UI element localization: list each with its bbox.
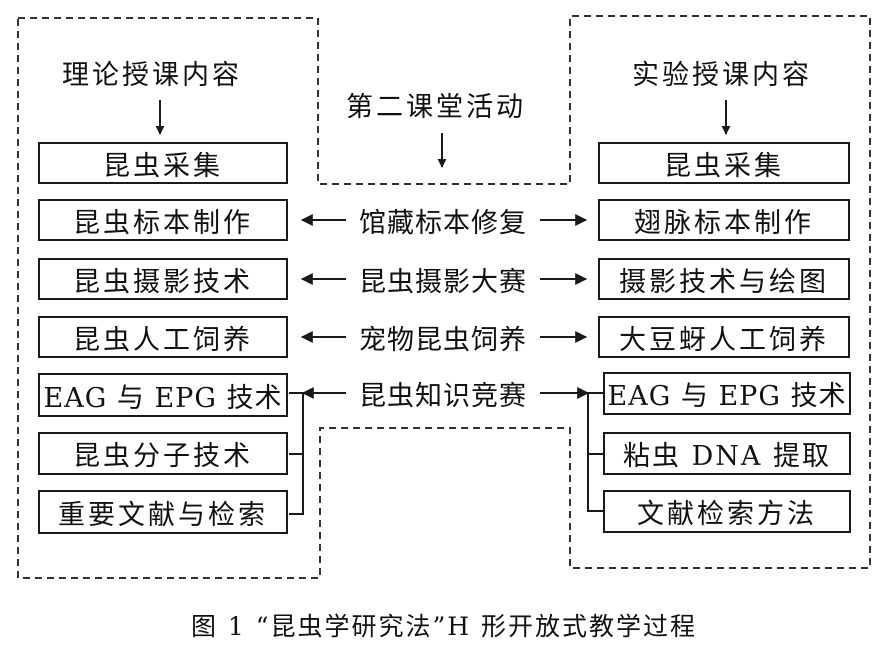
- left-box-2: 昆虫标本制作: [38, 199, 288, 241]
- right-box-5: EAG 与 EPG 技术: [603, 372, 851, 415]
- right-box-1: 昆虫采集: [598, 142, 850, 184]
- middle-item-2: 昆虫摄影大赛: [347, 258, 539, 300]
- left-box-6: 昆虫分子技术: [38, 432, 288, 475]
- figure-caption: 图 1 “昆虫学研究法”H 形开放式教学过程: [190, 612, 698, 641]
- left-box-1: 昆虫采集: [38, 142, 288, 184]
- left-box-7: 重要文献与检索: [38, 490, 288, 534]
- right-column-heading: 实验授课内容: [632, 60, 812, 91]
- right-box-4: 大豆蚜人工饲养: [598, 316, 850, 358]
- middle-item-4: 昆虫知识竞赛: [347, 372, 539, 414]
- middle-item-3: 宠物昆虫饲养: [347, 316, 539, 358]
- left-group-bracket: [289, 392, 304, 515]
- right-box-6: 粘虫 DNA 提取: [603, 432, 851, 475]
- left-box-3: 昆虫摄影技术: [38, 258, 288, 300]
- middle-item-1: 馆藏标本修复: [347, 199, 539, 241]
- left-box-4: 昆虫人工饲养: [38, 316, 288, 358]
- right-box-2: 翅脉标本制作: [598, 199, 850, 241]
- middle-column-heading: 第二课堂活动: [346, 92, 526, 123]
- right-box-7: 文献检索方法: [603, 490, 851, 533]
- right-group-bracket: [587, 392, 603, 512]
- left-box-5: EAG 与 EPG 技术: [38, 373, 288, 417]
- left-column-heading: 理论授课内容: [62, 60, 242, 91]
- right-box-3: 摄影技术与绘图: [598, 258, 850, 300]
